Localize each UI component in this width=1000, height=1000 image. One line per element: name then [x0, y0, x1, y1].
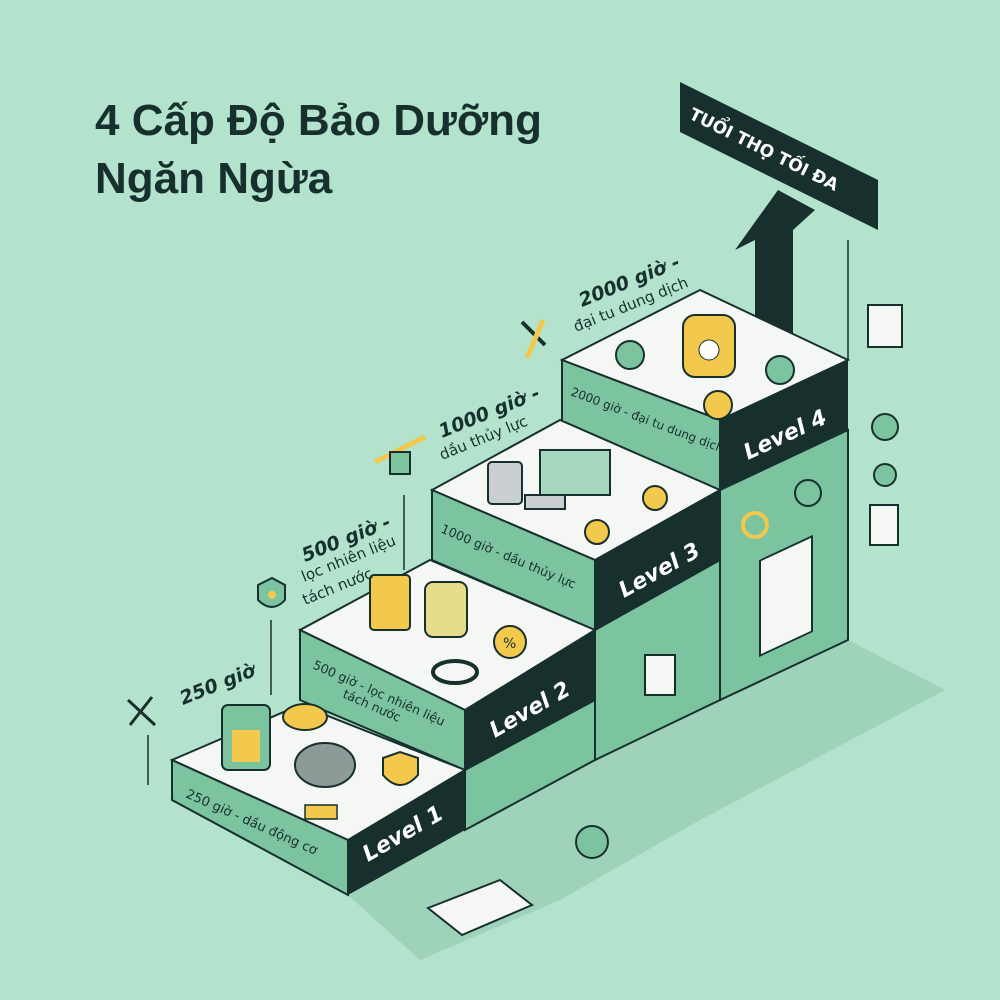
- valve-icon: [373, 434, 427, 475]
- svg-text:%: %: [503, 636, 516, 652]
- gear-icon: [873, 463, 897, 487]
- report-clipboard-icon: [426, 878, 534, 937]
- o-ring-icon: [431, 659, 479, 685]
- wrench-screwdriver-icon: [126, 696, 157, 727]
- level-2-block: 500 giờ - lọc nhiên liệu tách nước Level…: [297, 558, 598, 832]
- engine-icon: [294, 742, 356, 788]
- barrel-icon: [487, 461, 523, 505]
- level-4-block: 2000 giờ - đại tu dung dịch Level 4: [559, 288, 851, 702]
- document-icon: [644, 654, 676, 696]
- chart-document-icon: [867, 304, 903, 348]
- oil-drop-icon: [584, 485, 668, 545]
- oil-drop-percent-icon: %: [493, 625, 527, 659]
- fuel-filter-icon: [369, 574, 411, 631]
- gear-icon: [741, 479, 822, 539]
- side-icons: [426, 304, 903, 937]
- cycle-arrows-icon: [615, 340, 795, 385]
- gear-icon: [871, 413, 899, 441]
- gear-icon: [703, 390, 733, 420]
- coolant-jug-icon: [682, 314, 736, 378]
- wrench-hammer-icon: [520, 319, 547, 359]
- page-title: 4 Cấp Độ Bảo Dưỡng Ngăn Ngừa: [95, 92, 542, 208]
- oil-pourer-icon: [304, 804, 338, 820]
- level-1-block: 250 giờ - dầu động cơ Level 1: [169, 703, 468, 897]
- shield-check-icon: [382, 750, 419, 786]
- gear-icon: [575, 825, 609, 859]
- shield-drop-icon: [257, 576, 286, 608]
- water-separator-icon: [424, 581, 468, 638]
- hydraulic-pump-icon: [524, 449, 611, 510]
- level-3-block: 1000 giờ - dầu thủy lực Level 3: [429, 418, 723, 762]
- document-icon: [869, 504, 899, 546]
- title-line-1: 4 Cấp Độ Bảo Dưỡng: [95, 96, 542, 145]
- clipboard-icon: [759, 534, 813, 658]
- level-1-callout-hours: 250 giờ: [177, 659, 261, 710]
- banner-text: TUỔI THỌ TỐI ĐA: [686, 100, 845, 196]
- tools-coin-icon: [282, 703, 328, 731]
- title-line-2: Ngăn Ngừa: [95, 154, 333, 203]
- oil-can-icon: [221, 704, 271, 771]
